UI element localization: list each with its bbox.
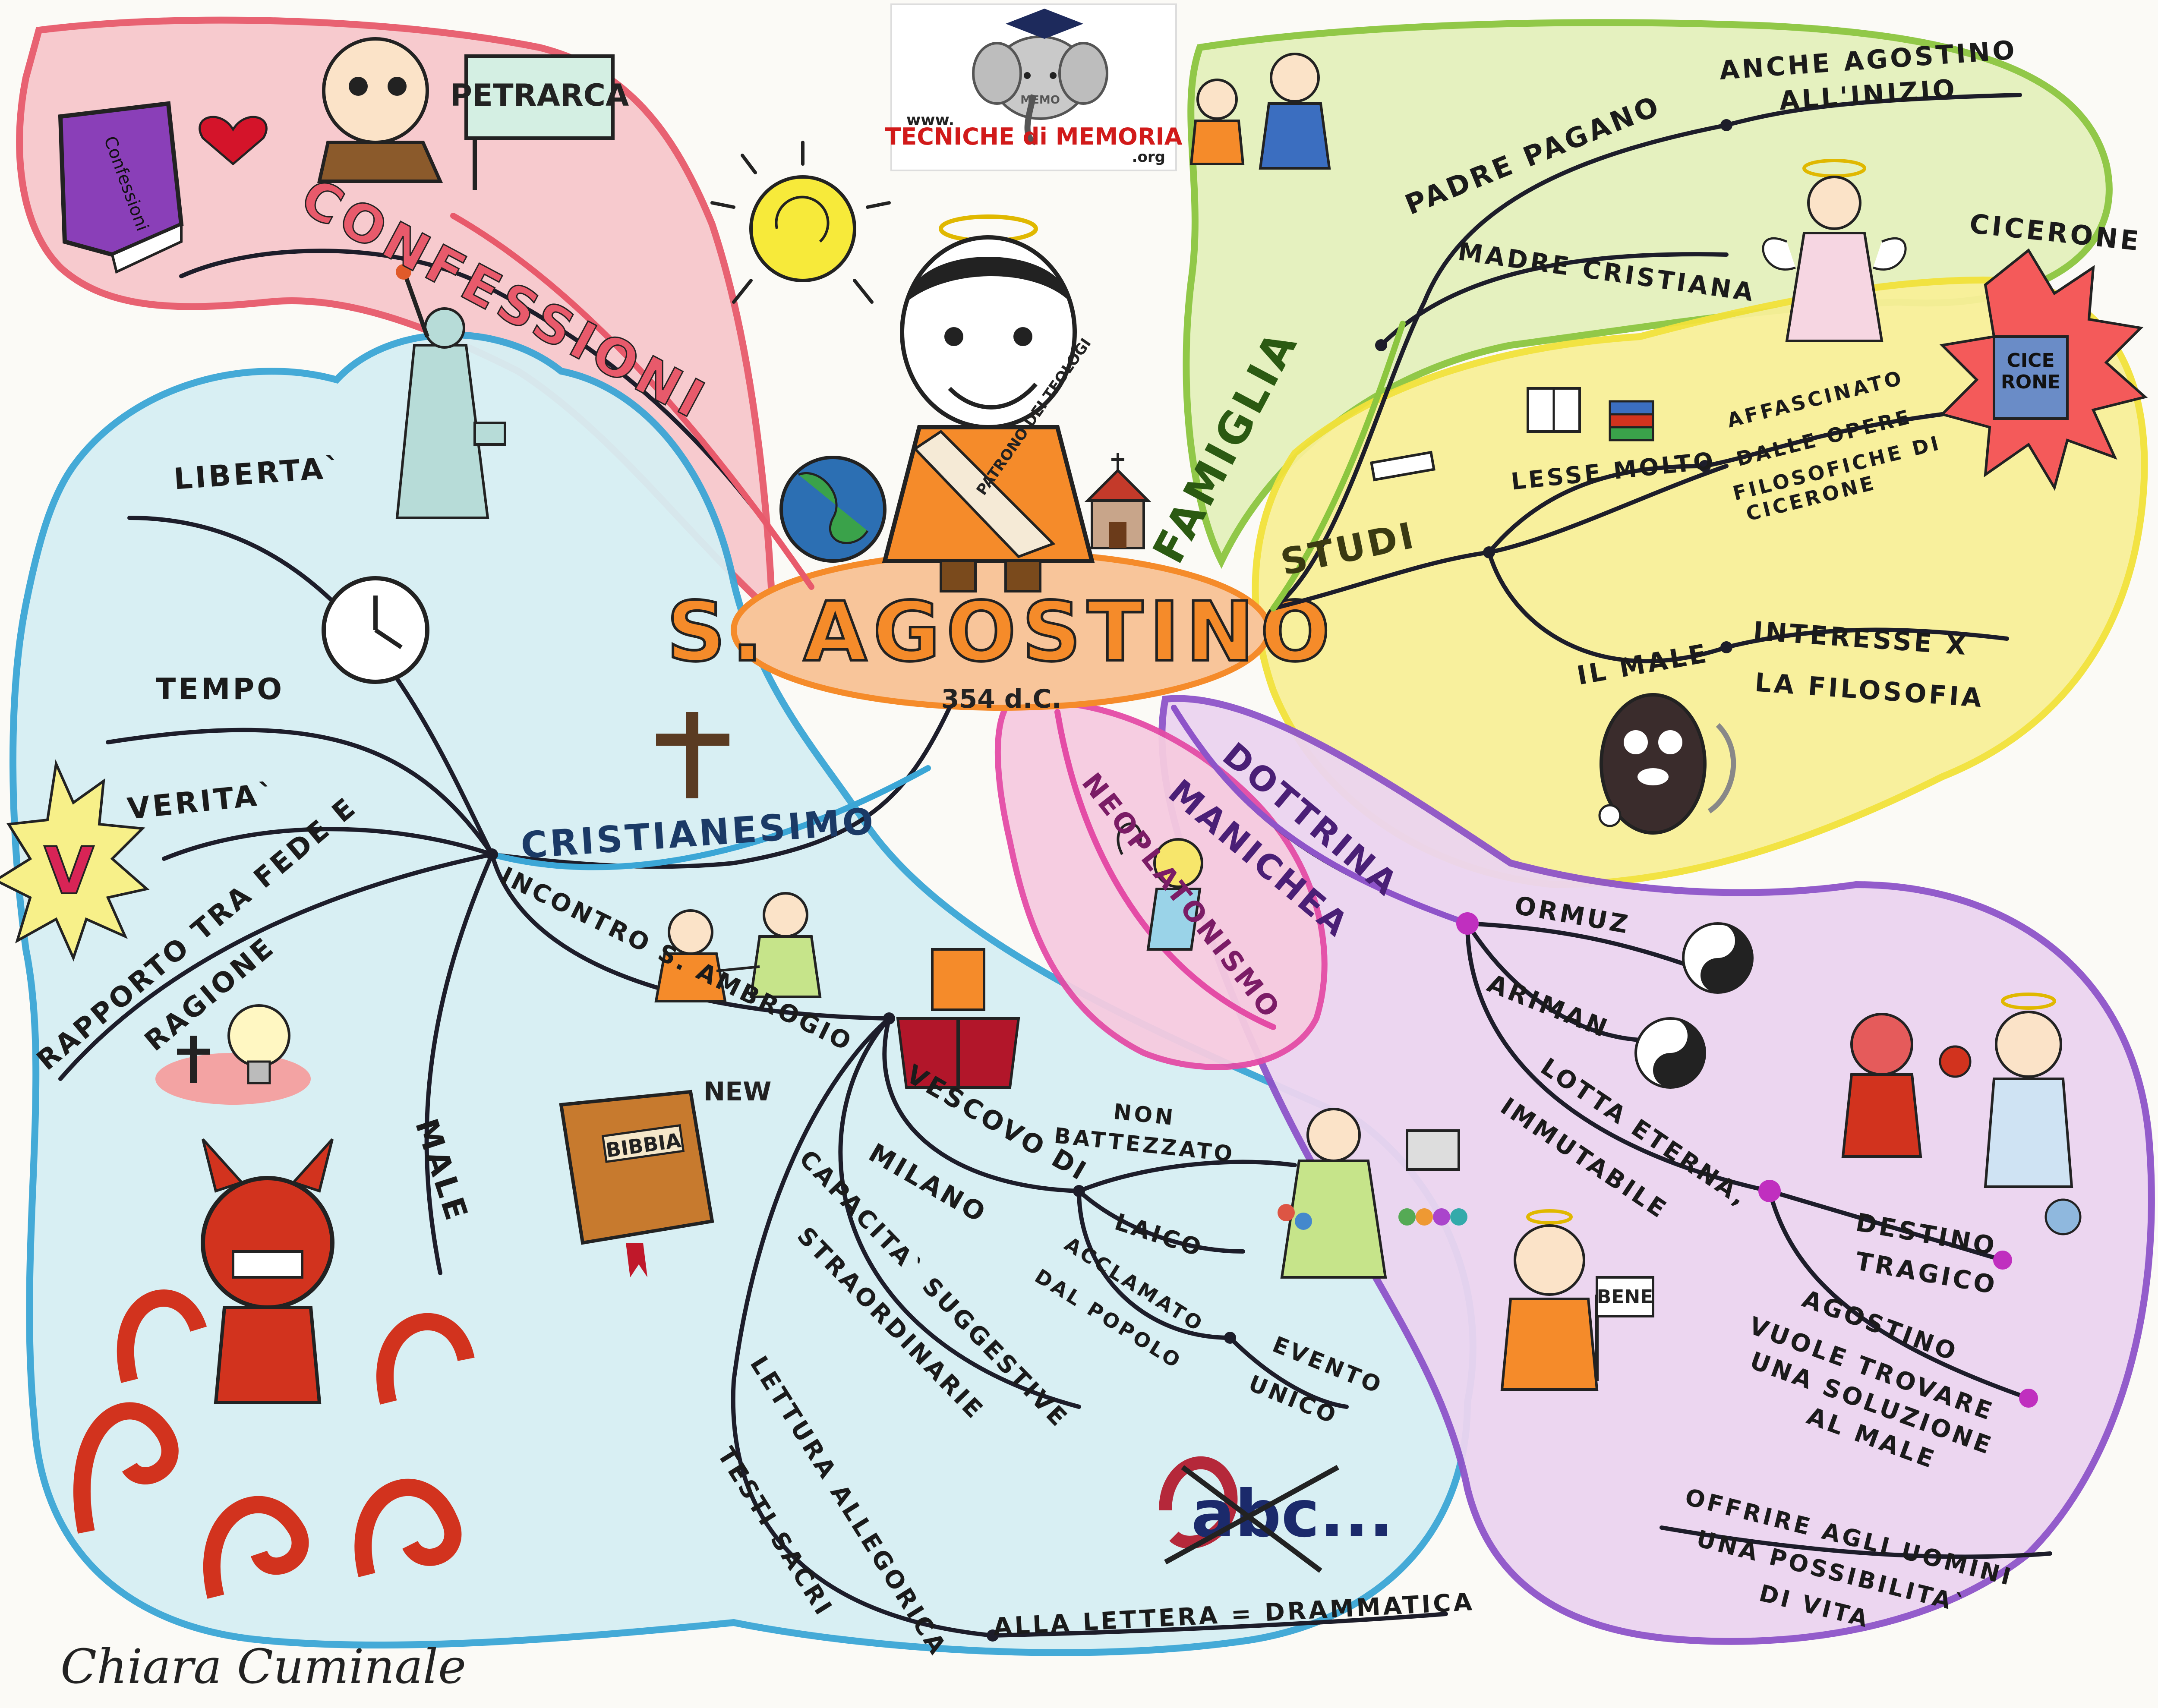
statue-of-liberty-icon — [395, 264, 506, 519]
line-male — [424, 852, 494, 1275]
manichea-region — [1158, 695, 2155, 1645]
new-tag: NEW — [704, 1077, 771, 1107]
node-cristianesimo — [486, 848, 498, 860]
center-date: 354 d.C. — [941, 684, 1062, 714]
elephant-icon — [972, 9, 1108, 145]
yin-yang-icon — [1682, 922, 1754, 994]
node-padre — [1720, 119, 1732, 131]
globe-icon — [779, 456, 887, 563]
line-non-battezzato — [1077, 1160, 1297, 1193]
center-title: S. AGOSTINO — [666, 584, 1336, 680]
verita-burst-icon: V — [0, 759, 150, 962]
devil-in-flames-icon — [73, 1138, 475, 1599]
saint-sash — [913, 430, 1056, 558]
accent-famiglia — [1270, 321, 1406, 611]
saint-augustine-figure: PATRONO DEI TEOLOGI — [882, 214, 1095, 592]
abc-text: abc... — [1191, 1477, 1393, 1552]
line-vescovo — [882, 1016, 1081, 1193]
node-studi — [1483, 546, 1495, 558]
line-ambrogio — [490, 852, 891, 1021]
petrarca-sign — [464, 54, 615, 140]
yin-yang-icon-2 — [1634, 1017, 1706, 1089]
center-node: S. AGOSTINO 354 d.C. — [665, 549, 1336, 714]
cherub-icon — [1117, 822, 1203, 951]
kid-with-flag-icon: BENE — [1500, 1209, 1654, 1391]
bene-flag-text: BENE — [1597, 1286, 1653, 1308]
angel-icon — [1762, 159, 1907, 342]
author-signature: Chiara Cuminale — [60, 1639, 466, 1694]
clock-icon — [322, 576, 429, 684]
cicerone-burst-icon: CICE RONE — [1939, 248, 2148, 491]
verita-badge-text: V — [44, 834, 94, 909]
church-icon — [1084, 453, 1152, 549]
devil-and-angel-icon — [1841, 993, 2082, 1235]
node-destino — [1993, 1251, 2012, 1270]
line-destino — [1767, 1189, 2005, 1262]
node-lotta — [1758, 1180, 1781, 1202]
cicerone-book-line1: CICE — [2007, 350, 2054, 372]
heart-icon — [199, 116, 268, 166]
site-logo: MEMO www. TECNICHE di MEMORIA .org — [885, 3, 1183, 171]
line-ariman — [1465, 921, 1642, 1042]
logo-badge: MEMO — [1020, 94, 1060, 107]
node-famiglia — [1375, 339, 1387, 351]
line-rapporto — [58, 852, 494, 1081]
bishop-vestment-icon — [896, 948, 1020, 1089]
line-madre — [1379, 252, 1729, 347]
line-tempo — [106, 728, 494, 857]
lightbulb-icon — [155, 1004, 311, 1105]
line-anche — [1724, 93, 2022, 127]
line-offrire — [1660, 1525, 2052, 1559]
logo-line3: .org — [1132, 148, 1165, 166]
petrarca-figure: PETRARCA — [317, 37, 629, 190]
line-lotta — [1465, 921, 1772, 1193]
line-famiglia — [1271, 123, 1729, 611]
line-lettura — [731, 1016, 995, 1638]
node-acclamato — [1224, 1332, 1236, 1344]
cicerone-book-line2: RONE — [2001, 371, 2060, 393]
line-capacita — [838, 1016, 1081, 1409]
line-ormuz — [1465, 921, 1694, 969]
books-stack-icon — [1370, 387, 1654, 482]
sun-icon — [710, 141, 891, 304]
line-lettera — [991, 1612, 1448, 1638]
node-manichea — [1456, 912, 1479, 935]
node-lettura — [987, 1629, 999, 1642]
accent-cristianesimo — [489, 765, 931, 870]
petrarca-sign-text: PETRARCA — [450, 78, 629, 113]
priest-with-sign-icon — [1278, 1108, 1467, 1279]
line-verita — [162, 827, 494, 861]
node-vescovo — [1073, 1185, 1085, 1197]
cross-icon — [656, 712, 729, 798]
node-agostino — [2019, 1389, 2038, 1408]
accent-neoplatonismo — [1054, 709, 1276, 1030]
dark-creature-icon — [1598, 693, 1736, 835]
line-acclamato — [1077, 1189, 1232, 1340]
family-figures-icon — [1189, 53, 1331, 170]
crowd-icon — [1278, 1204, 1467, 1230]
logo-line1: www. — [906, 111, 954, 129]
line-evento — [1228, 1336, 1349, 1409]
node-ambrogio — [883, 1012, 895, 1024]
abc-crossed-icon: abc... — [1159, 1456, 1393, 1573]
line-laico — [1077, 1189, 1245, 1254]
branch-nodes — [486, 119, 2038, 1642]
branch-accents — [450, 213, 1470, 1030]
bible-icon: BIBBIA NEW — [559, 1077, 771, 1277]
logo-line2: TECNICHE di MEMORIA — [885, 123, 1183, 150]
accent-manichea — [1171, 705, 1470, 926]
accent-confessioni — [450, 213, 814, 590]
confessioni-book-icon: Confessioni — [58, 101, 184, 274]
node-interesse — [1720, 641, 1732, 653]
node-lesse — [1699, 460, 1711, 472]
line-agostino — [1767, 1189, 2031, 1400]
kids-holding-hands-icon — [654, 892, 822, 1002]
tempo-label: TEMPO — [156, 672, 284, 706]
